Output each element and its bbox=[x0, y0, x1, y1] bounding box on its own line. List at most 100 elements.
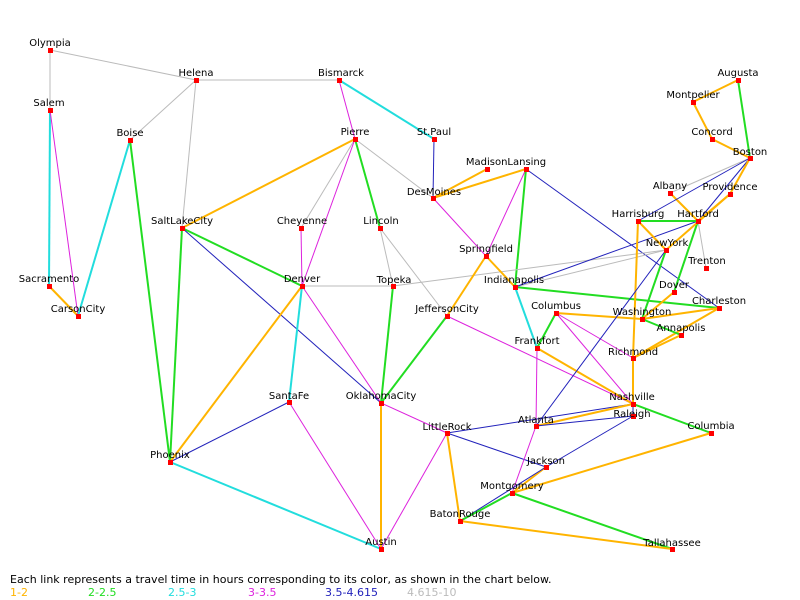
city-label-jackson: Jackson bbox=[526, 456, 565, 467]
city-label-tallahassee: Tallahassee bbox=[642, 538, 700, 549]
link-montpelier-concord bbox=[692, 101, 713, 140]
link-denver-oklahomacity bbox=[301, 285, 382, 404]
link-bismarck-pierre bbox=[338, 79, 356, 140]
link-montgomery-tallahassee bbox=[511, 492, 673, 550]
city-label-batonrouge: BatonRouge bbox=[430, 509, 491, 520]
city-node-harrisburg bbox=[636, 219, 641, 224]
city-label-boise: Boise bbox=[116, 128, 143, 139]
link-batonrouge-tallahassee bbox=[459, 520, 673, 550]
city-label-austin: Austin bbox=[365, 537, 396, 548]
legend-item-4: 3-3.5 bbox=[248, 586, 277, 599]
link-boise-phoenix bbox=[129, 139, 171, 463]
city-label-phoenix: Phoenix bbox=[150, 450, 190, 461]
link-boston-concord bbox=[711, 138, 751, 159]
link-madisonlansing-springfield bbox=[485, 168, 527, 257]
city-node-austin bbox=[379, 547, 384, 552]
city-node-montgomery bbox=[510, 491, 515, 496]
city-node-batonrouge bbox=[458, 519, 463, 524]
city-label-annapolis: Annapolis bbox=[657, 323, 706, 334]
link-indianapolis-hartford bbox=[514, 220, 699, 288]
link-nashville-atlanta bbox=[535, 403, 634, 427]
link-atlanta-montgomery bbox=[511, 425, 537, 494]
link-boston-harrisburg bbox=[637, 157, 751, 222]
city-label-salem: Salem bbox=[33, 98, 64, 109]
city-label-albany: Albany bbox=[653, 181, 687, 192]
legend-item-6: 4.615-10 bbox=[407, 586, 457, 599]
city-node-cheyenne bbox=[299, 226, 304, 231]
link-littlerock-jackson bbox=[446, 432, 547, 468]
city-label-bismarck: Bismarck bbox=[318, 68, 364, 79]
city-label-frankfort: Frankfort bbox=[514, 336, 559, 347]
link-newyork-washington bbox=[641, 249, 667, 320]
city-node-charleston bbox=[717, 306, 722, 311]
city-node-raleigh bbox=[631, 414, 636, 419]
city-label-indianapolis: Indianapolis bbox=[484, 275, 544, 286]
link-boston-augusta bbox=[737, 79, 751, 159]
link-littlerock-batonrouge bbox=[446, 432, 461, 522]
link-desmoines-springfield bbox=[432, 197, 487, 257]
city-node-oklahomacity bbox=[379, 401, 384, 406]
link-newyork-atlanta bbox=[535, 249, 667, 427]
city-label-concord: Concord bbox=[691, 127, 732, 138]
city-node-dover bbox=[672, 290, 677, 295]
city-label-denver: Denver bbox=[284, 274, 321, 285]
city-node-madisonlansing bbox=[524, 167, 529, 172]
city-node-denver bbox=[300, 284, 305, 289]
link-harrisburg-newyork bbox=[637, 220, 667, 251]
link-pierre-desmoines bbox=[354, 138, 434, 199]
city-label-saltlakecity: SaltLakeCity bbox=[151, 216, 213, 227]
city-label-harrisburg: Harrisburg bbox=[612, 209, 665, 220]
link-washington-annapolis bbox=[641, 318, 682, 336]
city-node-tallahassee bbox=[670, 547, 675, 552]
link-pierre-denver bbox=[301, 138, 356, 287]
city-node-albany bbox=[668, 191, 673, 196]
link-jackson-montgomery bbox=[511, 466, 547, 494]
link-raleigh-jackson bbox=[545, 415, 634, 468]
city-label-littlerock: LittleRock bbox=[422, 422, 471, 433]
link-boston-providence bbox=[729, 157, 751, 195]
link-helena-boise bbox=[129, 79, 197, 141]
legend-item-2: 2-2.5 bbox=[88, 586, 117, 599]
link-augusta-montpelier bbox=[692, 79, 739, 103]
link-springfield-jeffersoncity bbox=[446, 255, 487, 317]
city-node-salem bbox=[48, 108, 53, 113]
link-cheyenne-denver bbox=[300, 227, 303, 287]
link-helena-saltlakecity bbox=[181, 79, 197, 229]
link-frankfort-nashville bbox=[536, 347, 634, 405]
link-salem-carsoncity bbox=[49, 109, 79, 317]
city-label-pierre: Pierre bbox=[341, 127, 370, 138]
link-salem-sacramento bbox=[48, 109, 51, 287]
city-label-olympia: Olympia bbox=[29, 38, 71, 49]
link-boise-carsoncity bbox=[77, 139, 131, 317]
link-indianapolis-frankfort bbox=[514, 286, 538, 349]
link-raleigh-atlanta bbox=[535, 415, 634, 427]
city-label-carsoncity: CarsonCity bbox=[51, 304, 106, 315]
city-label-trenton: Trenton bbox=[687, 256, 725, 267]
city-label-atlanta: Atlanta bbox=[518, 415, 554, 426]
city-label-charleston: Charleston bbox=[692, 296, 746, 307]
link-richmond-annapolis bbox=[632, 334, 682, 359]
city-node-concord bbox=[710, 137, 715, 142]
city-label-raleigh: Raleigh bbox=[613, 409, 650, 420]
link-madisonlansing-indianapolis bbox=[514, 168, 527, 288]
link-columbia-montgomery bbox=[511, 432, 712, 494]
city-node-madison bbox=[485, 167, 490, 172]
link-indianapolis-charleston bbox=[514, 286, 720, 309]
link-hartford-dover bbox=[673, 220, 699, 293]
link-pierre-saltlakecity bbox=[181, 138, 356, 229]
link-charleston-washington bbox=[641, 307, 720, 320]
city-label-santafe: SantaFe bbox=[269, 391, 309, 402]
link-springfield-indianapolis bbox=[485, 255, 516, 288]
link-oklahomacity-littlerock bbox=[380, 402, 448, 434]
city-label-montpelier: Montpelier bbox=[666, 90, 720, 101]
city-node-columbia bbox=[709, 431, 714, 436]
city-node-columbus bbox=[554, 311, 559, 316]
city-node-jackson bbox=[544, 465, 549, 470]
link-indianapolis-newyork bbox=[514, 249, 667, 288]
legend-item-5: 3.5-4.615 bbox=[325, 586, 378, 599]
city-label-providence: Providence bbox=[702, 182, 757, 193]
city-label-columbus: Columbus bbox=[531, 301, 581, 312]
city-node-providence bbox=[728, 192, 733, 197]
link-washington-dover bbox=[641, 291, 675, 320]
